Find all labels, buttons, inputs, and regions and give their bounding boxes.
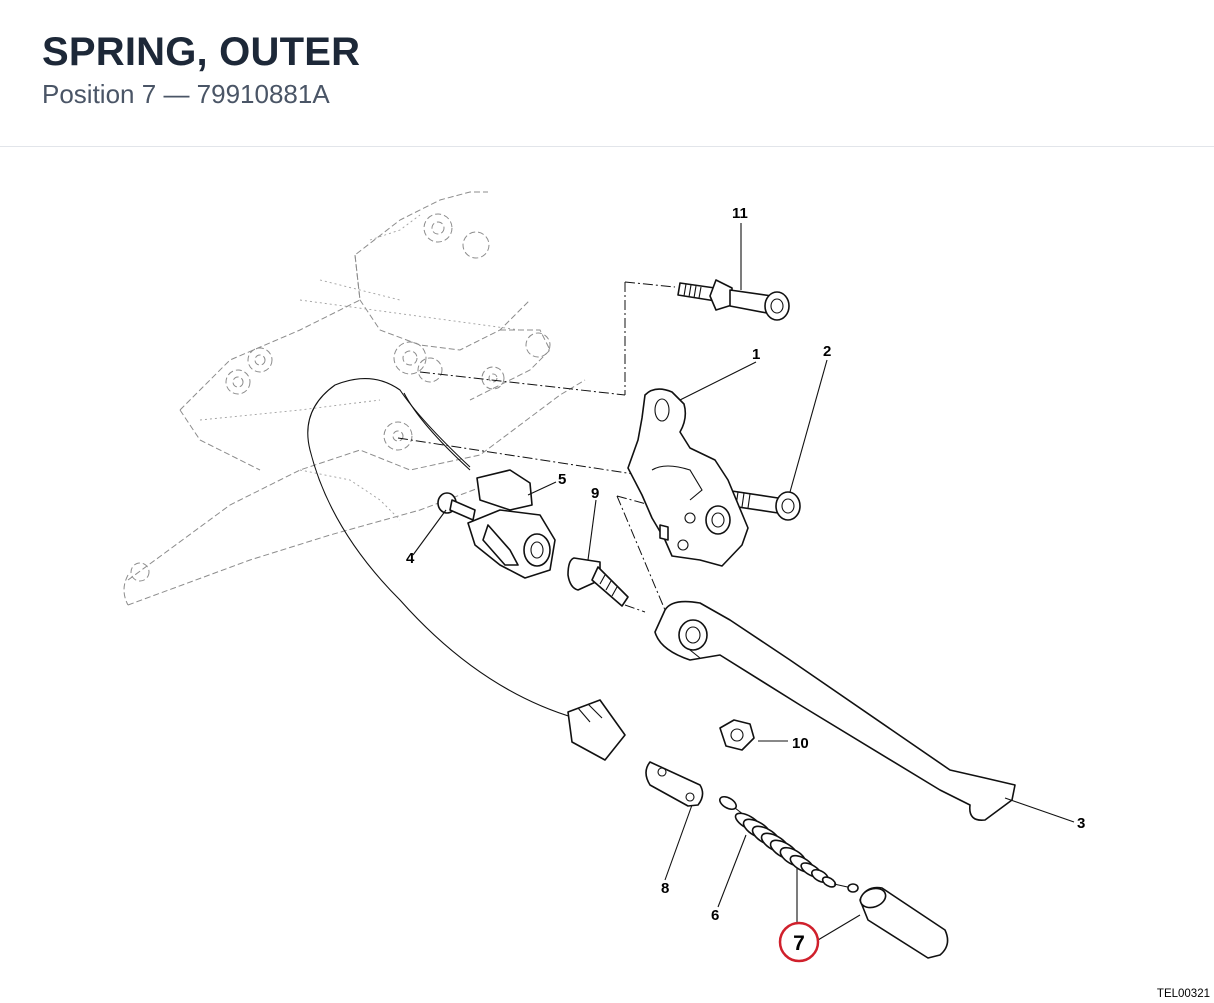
exploded-parts-diagram: 1 2 3 4 5 6 8 9 10 11 7 TEL00321: [123, 191, 1210, 1000]
callout-3[interactable]: 3: [1077, 815, 1085, 832]
callout-11[interactable]: 11: [732, 205, 748, 222]
callout-10[interactable]: 10: [792, 735, 809, 752]
bracket-part-1: [627, 388, 749, 567]
subtitle-separator: —: [163, 79, 190, 109]
callout-2[interactable]: 2: [823, 343, 831, 360]
drawing-code: TEL00321: [1157, 988, 1210, 1000]
callout-4[interactable]: 4: [406, 550, 415, 567]
callout-labels: 1 2 3 4 5 6 8 9 10 11 7: [406, 205, 1085, 963]
callout-1[interactable]: 1: [752, 346, 760, 363]
sensor-cable: [307, 378, 626, 761]
callout-8[interactable]: 8: [661, 880, 669, 897]
page-subtitle: Position 7 — 79910881A: [42, 79, 330, 110]
nut-part-10: [719, 719, 755, 751]
outer-spring-coils: [734, 812, 837, 888]
callout-leader-lines: [412, 223, 1075, 941]
bolt-part-11: [677, 279, 790, 321]
page-header: SPRING, OUTER Position 7 — 79910881A: [0, 0, 1214, 147]
spring-assembly: [719, 795, 859, 893]
highlighted-callout-ring[interactable]: [778, 921, 820, 963]
page-title: SPRING, OUTER: [42, 30, 361, 74]
side-stand-part-3: [654, 600, 1016, 822]
sleeve-part: [859, 886, 949, 959]
callout-6[interactable]: 6: [711, 907, 719, 924]
part-number: 79910881A: [196, 79, 330, 109]
callout-9[interactable]: 9: [591, 485, 599, 502]
spring-plate-part-8: [645, 761, 704, 807]
position-number: 7: [141, 79, 157, 109]
bolt-part-4: [437, 492, 476, 521]
callout-7-highlighted[interactable]: 7: [793, 932, 805, 955]
position-prefix: Position: [42, 79, 135, 109]
switch-bracket-part-5: [467, 469, 556, 579]
callout-5[interactable]: 5: [558, 471, 566, 488]
pivot-bolt-part-9: [567, 557, 629, 607]
